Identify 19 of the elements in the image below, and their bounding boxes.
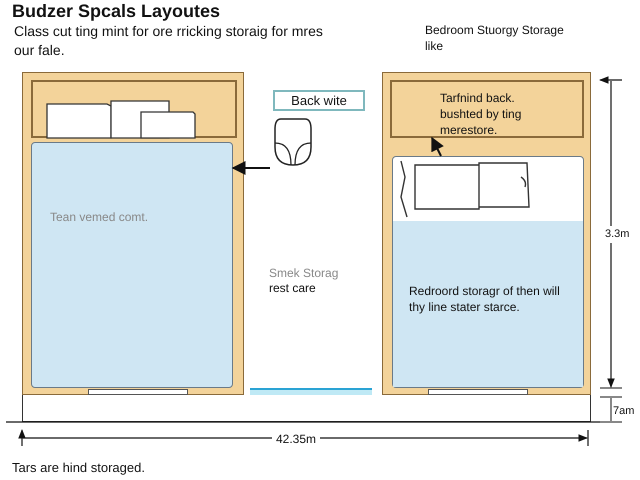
- arrow: [431, 136, 444, 156]
- area-label: Smek Storag: [269, 265, 338, 282]
- caption-text: Tars are hind storaged.: [12, 459, 145, 477]
- bed-area: [392, 156, 584, 388]
- subtitle-text: Class cut ting mint for ore rricking storaig for mres our fale.: [14, 22, 324, 60]
- dimension-label: 3.3m: [605, 226, 630, 242]
- bed-text: Tean vemed comt.: [50, 209, 150, 225]
- diagram-title: Budzer Spcals Layoutes: [12, 0, 220, 23]
- arrow: [232, 161, 270, 175]
- shelf-drawing: [31, 80, 237, 138]
- toilet-drawing: [273, 117, 313, 167]
- label-box: [273, 90, 365, 111]
- shelf-box: [390, 80, 584, 138]
- label-text: Back wite: [291, 92, 347, 110]
- bed-area: [31, 142, 233, 388]
- area-label: rest care: [269, 280, 316, 297]
- bed-text: Redroord storagr of then will thy line stater starce.: [409, 283, 561, 315]
- shelf-text: Tarfnind back. bushted by ting merestore.: [440, 90, 522, 138]
- note-text: Bedroom Stuorgy Storage like: [425, 22, 565, 54]
